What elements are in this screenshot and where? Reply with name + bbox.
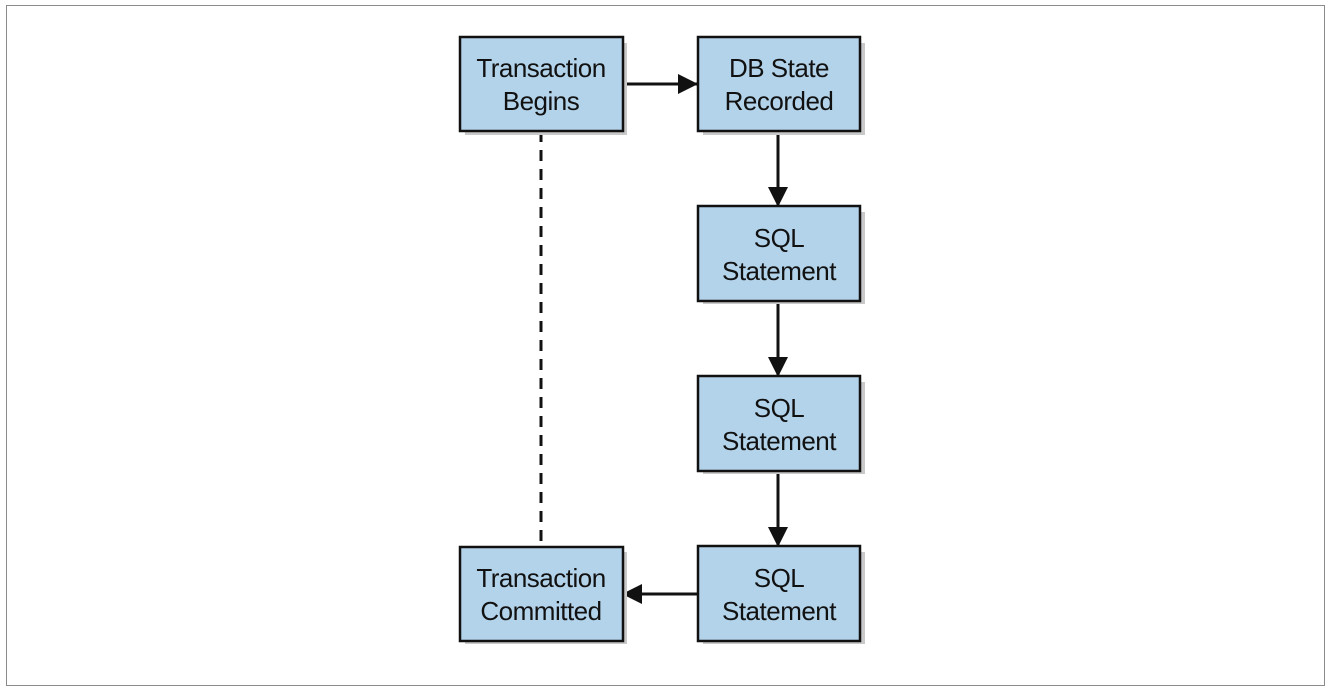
node-label-line1: SQL [754,563,805,593]
node-label-line2: Recorded [725,86,834,116]
node-label-line1: SQL [754,393,805,423]
node-label-line2: Statement [722,256,837,286]
node-label-line2: Committed [480,596,601,626]
node-label-line2: Begins [503,86,580,116]
node-label-line1: SQL [754,223,805,253]
node-label-line1: DB State [729,53,829,83]
node-transaction-begins: Transaction Begins [458,35,627,135]
node-db-state-recorded: DB State Recorded [696,35,865,135]
diagram-frame [6,5,1325,686]
node-sql-statement-3: SQL Statement [696,544,865,644]
node-label-line2: Statement [722,426,837,456]
node-sql-statement-2: SQL Statement [696,374,865,474]
node-label-line1: Transaction [476,563,605,593]
node-sql-statement-1: SQL Statement [696,204,865,304]
node-label-line2: Statement [722,596,837,626]
node-label-line1: Transaction [476,53,605,83]
node-transaction-committed: Transaction Committed [458,545,627,644]
